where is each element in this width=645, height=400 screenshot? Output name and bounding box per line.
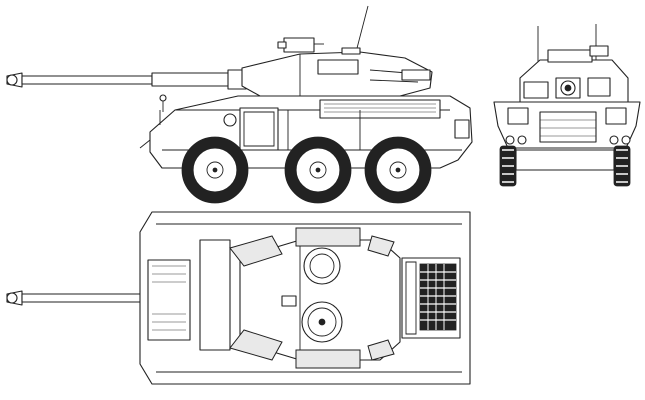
- top-view: [6, 211, 471, 385]
- side-turret: [241, 5, 433, 97]
- front-view: [493, 24, 641, 187]
- front-turret: [519, 45, 629, 103]
- side-view: [6, 5, 473, 204]
- top-engine-grille: [401, 257, 461, 339]
- front-tires: [499, 145, 631, 187]
- side-wheels: [181, 136, 432, 204]
- side-hull: [139, 94, 473, 169]
- top-side-bins: [229, 227, 395, 369]
- front-hull: [493, 101, 641, 149]
- side-gun-barrel: [6, 69, 247, 90]
